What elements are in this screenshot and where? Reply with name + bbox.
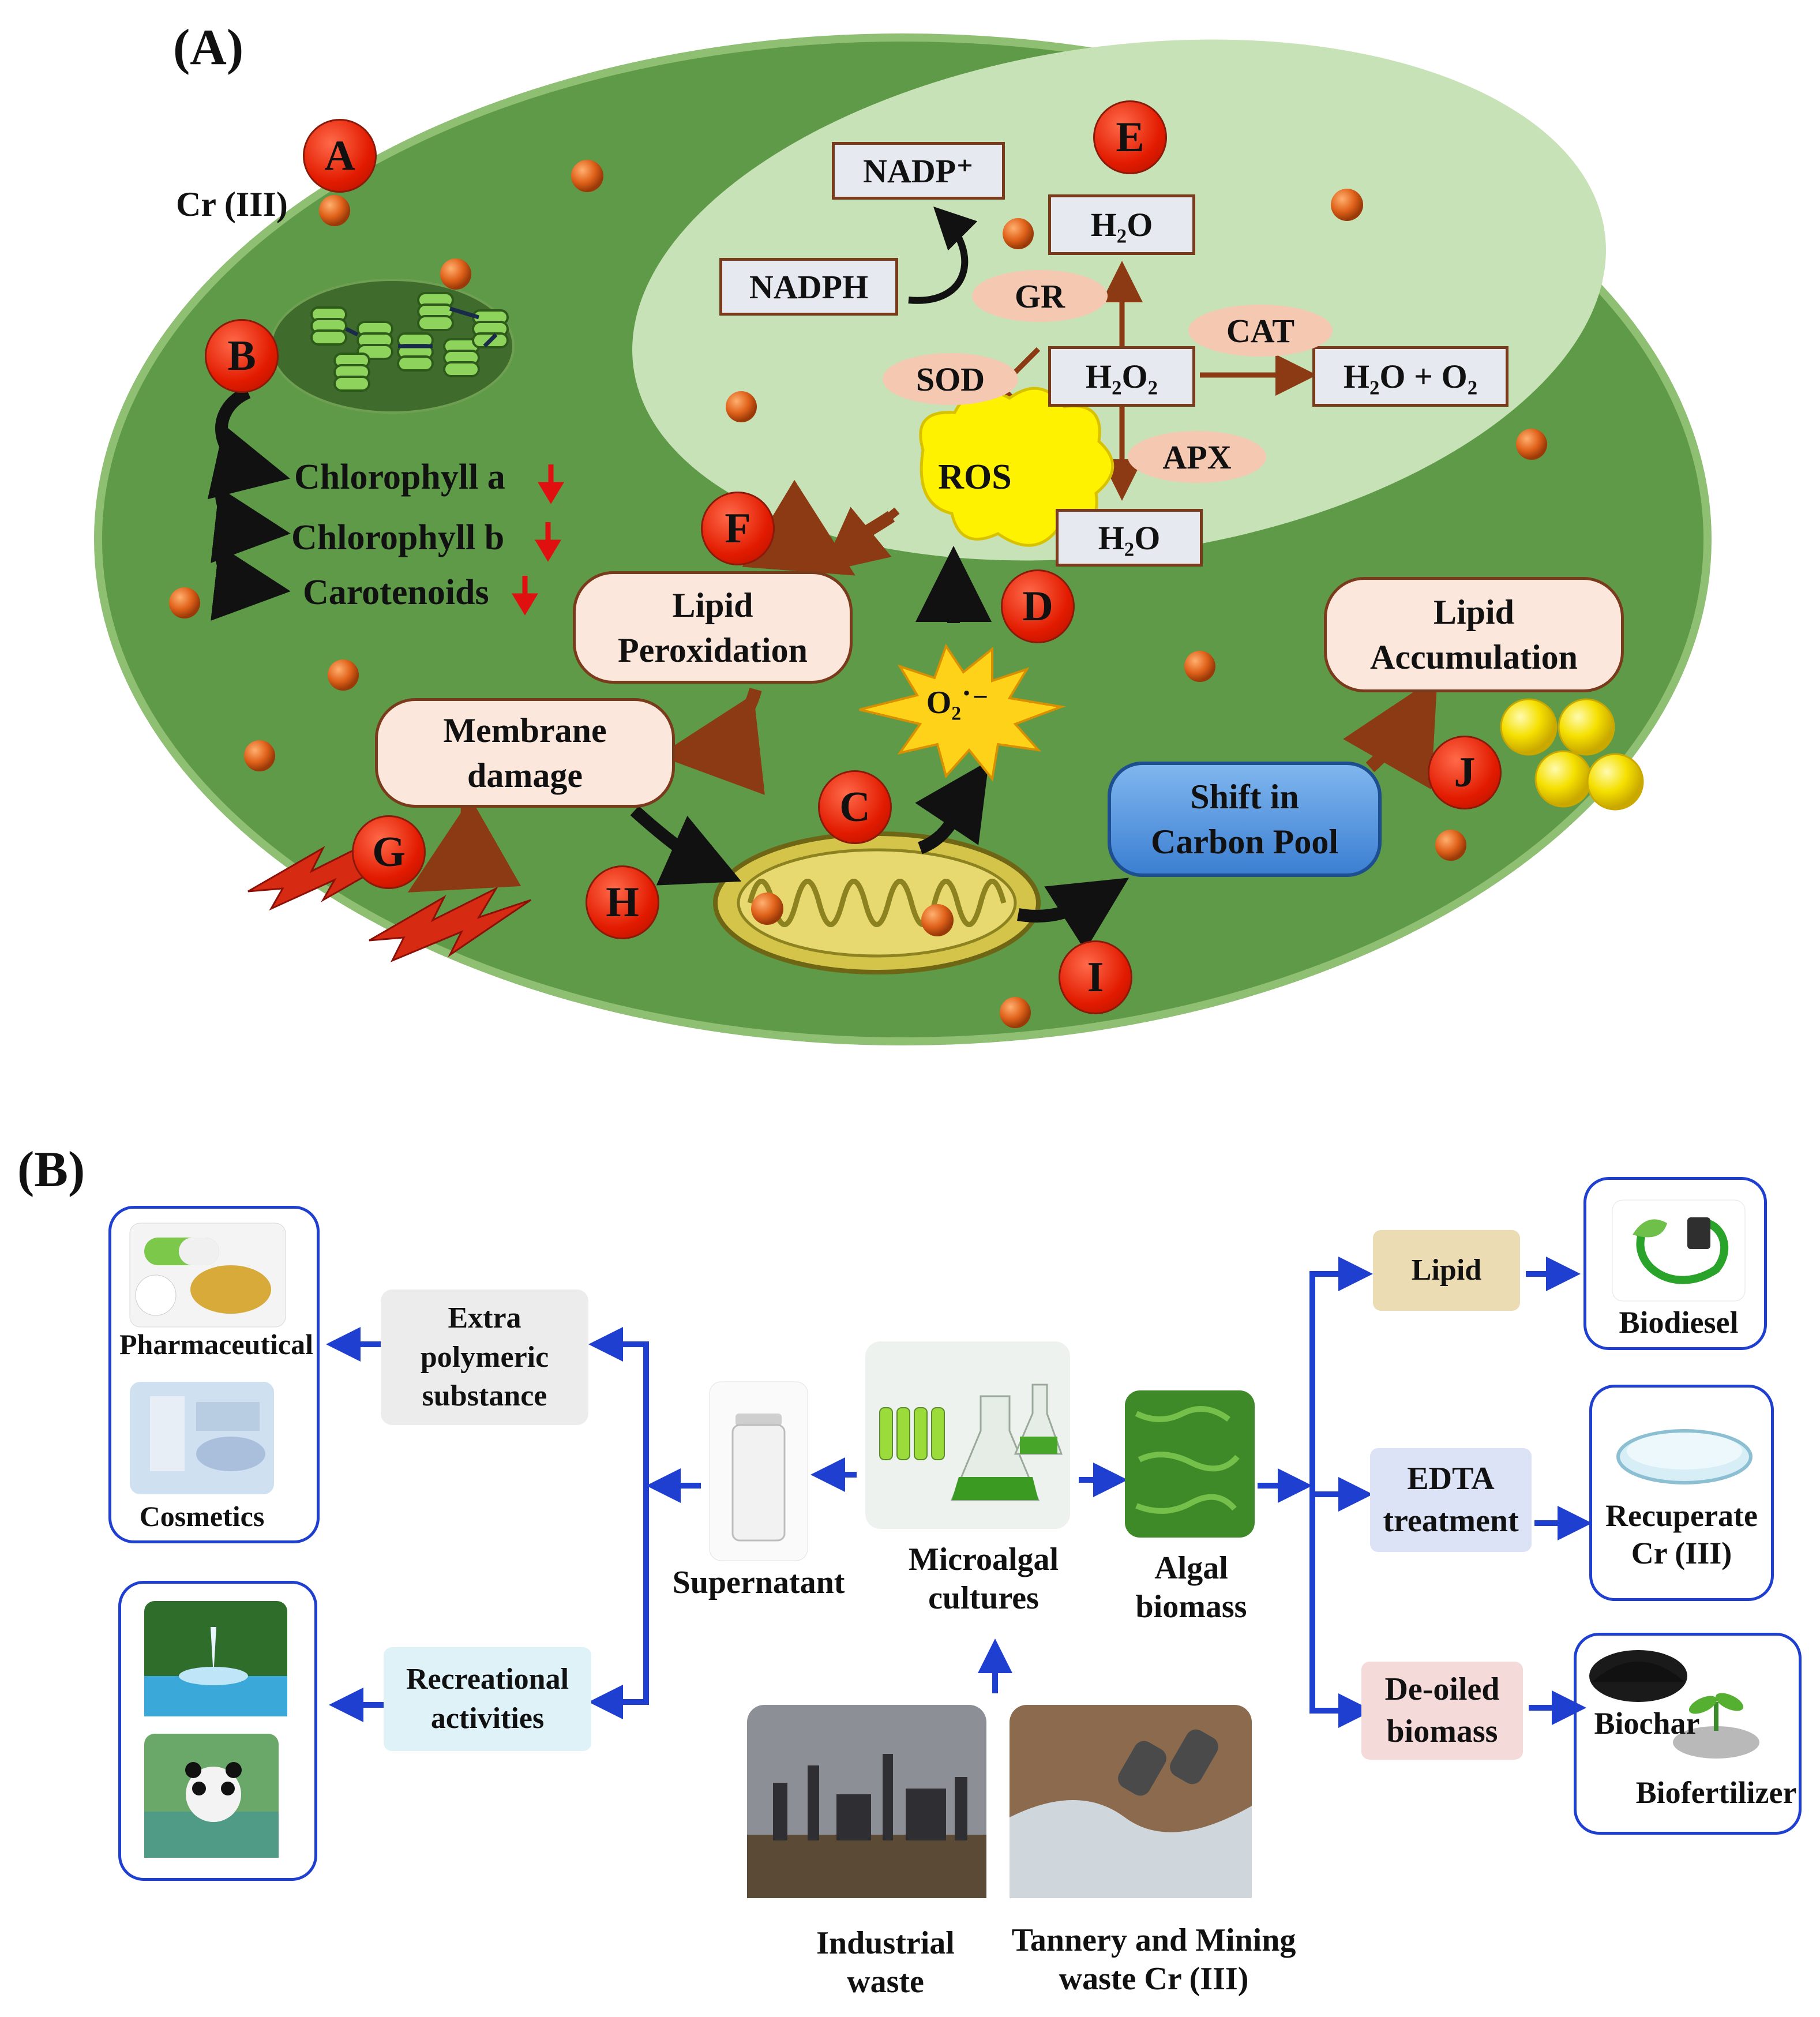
panel-a-label: (A) [173,20,244,76]
enzyme-apx: APX [1128,431,1266,483]
badge-b: B [205,319,279,393]
industrial-waste-image [747,1705,986,1898]
panda-image [144,1734,279,1858]
pigment-carotenoids: Carotenoids [303,573,489,612]
ros-label: ROS [938,458,1012,497]
shift-carbon-box: Shift in Carbon Pool [1108,762,1382,877]
nadp-box: NADP⁺ [832,142,1005,200]
membrane-damage-box: Membrane damage [375,698,675,808]
industrial-label: Industrial waste [816,1925,955,2000]
biodiesel-group [1583,1177,1767,1350]
biofertilizer-label: Biofertilizer [1635,1775,1797,1810]
badge-c: C [818,770,892,844]
recuperate-group [1589,1385,1774,1601]
tannery-label: Tannery and Mining waste Cr (III) [1011,1922,1296,1997]
tannery-waste-image [1010,1705,1252,1898]
enzyme-gr: GR [972,270,1108,322]
biochar-label: Biochar [1594,1706,1700,1741]
h2o2-box: H₂O₂ [1048,346,1195,407]
cr-particles [169,160,1547,1028]
biodiesel-label: Biodiesel [1619,1305,1739,1340]
badge-g: G [352,815,426,889]
badge-i: I [1059,940,1132,1014]
pigment-chlorophyll-a: Chlorophyll a [294,458,505,497]
nadph-box: NADPH [719,258,898,316]
lipid-box: Lipid [1373,1230,1520,1311]
panel-b-arrows [326,1257,1592,1728]
enzyme-cat: CAT [1188,305,1333,357]
badge-h: H [586,865,659,939]
enzyme-sod: SOD [883,353,1018,405]
ros-to-lipid-arrow [821,507,900,573]
cosmetics-image [130,1382,274,1494]
pharmaceutical-image [129,1223,286,1328]
pigment-arrows [207,386,291,621]
badge-e: E [1093,100,1167,174]
pharma-cosmetics-group [108,1206,320,1543]
biochar-image [1589,1650,1687,1702]
biofertilizer-image [1673,1693,1759,1759]
decrease-arrows [512,464,564,616]
lipid-peroxidation-box: Lipid Peroxidation [573,571,853,684]
lipid-droplets [1500,698,1644,811]
h2o-box-top: H₂O [1048,194,1195,255]
recuperate-label: Recuperate Cr (III) [1605,1498,1758,1570]
badge-a: A [303,119,377,193]
panel-b-label: (B) [17,1142,85,1198]
chloroplast-icon [270,279,515,414]
edta-box: EDTA treatment [1370,1448,1532,1552]
algal-biomass-image [1125,1390,1255,1538]
h2o-o2-box: H₂O + O₂ [1312,346,1508,407]
pharmaceutical-label: Pharmaceutical [119,1328,313,1360]
badge-d: D [1001,569,1075,643]
microalgal-cultures-image [865,1341,1070,1529]
superoxide-label: O₂˙⁻ [926,685,989,721]
eps-box: Extra polymeric substance [420,1302,549,1413]
microalgal-label: Microalgal cultures [908,1542,1059,1617]
badge-j: J [1428,736,1502,809]
supernatant-label: Supernatant [672,1565,845,1600]
fountain-image [144,1601,287,1716]
h2o-box-bottom: H₂O [1056,509,1203,567]
algal-biomass-label: Algal biomass [1135,1550,1247,1625]
badge-f: F [701,492,775,565]
nadph-arrow [908,207,978,304]
supernatant-bottle [709,1381,808,1561]
superoxide-burst [859,643,1066,782]
cosmetics-label: Cosmetics [139,1500,265,1532]
pigment-chlorophyll-b: Chlorophyll b [291,518,505,557]
cr-label: Cr (III) [176,185,288,223]
biodiesel-image [1612,1199,1746,1302]
recreational-box: Recreational activities [406,1663,569,1735]
deoiled-box: De-oiled biomass [1361,1662,1523,1760]
eps-texture [381,1289,588,1425]
panel-b-branch-lines [643,1271,1315,1714]
recreation-images-group [118,1581,317,1881]
recreational-bg [384,1647,591,1751]
lipid-accumulation-box: Lipid Accumulation [1324,577,1624,692]
biochar-group [1574,1633,1802,1835]
petri-dish-image [1616,1429,1753,1484]
flow-arrows [630,546,1129,951]
